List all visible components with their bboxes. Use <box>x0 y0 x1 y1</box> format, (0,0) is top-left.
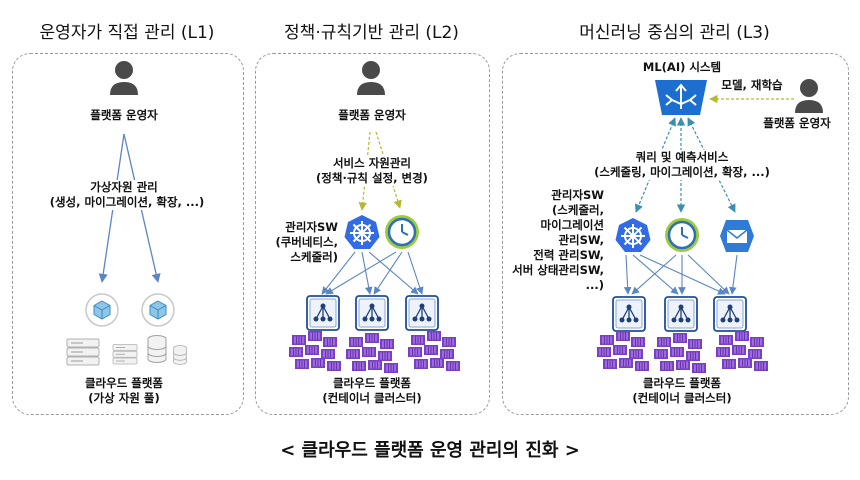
node-icon <box>405 295 439 331</box>
arrow-l2-kube <box>358 131 371 211</box>
kubernetes-icon <box>343 214 381 250</box>
side-label: 관리SW, <box>558 233 604 247</box>
side-label: 마이그레이션 <box>540 218 604 232</box>
model-retrain-label: 모델, 재학습 <box>721 78 783 92</box>
clock-icon <box>383 213 421 251</box>
mid-label: 가상자원 관리 <box>52 180 196 195</box>
database-icon <box>147 335 167 363</box>
person-icon <box>110 61 138 95</box>
panel-title-l1: 운영자가 직접 관리 (L1) <box>39 23 215 43</box>
operator-label: 플랫폼 운영자 <box>338 108 406 122</box>
side-label: 전력 관리SW, <box>533 248 604 262</box>
side-label: 스케줄러) <box>290 250 338 264</box>
clock-icon <box>663 216 701 254</box>
container-icon <box>408 331 460 371</box>
side-label: 서버 상태관리SW, <box>512 263 604 277</box>
side-label: 관리자SW <box>551 188 604 202</box>
node-icon <box>612 296 646 332</box>
ml-system-icon <box>655 80 707 115</box>
panel-title-l2: 정책·규칙기반 관리 (L2) <box>284 23 459 43</box>
server-icon <box>112 344 138 365</box>
bottom-sublabel: (컨테이너 클러스터) <box>632 391 732 405</box>
database-icon <box>173 345 187 365</box>
bottom-label: 클라우드 플랫폼 <box>332 376 412 390</box>
node-icon <box>355 295 389 331</box>
node-icon <box>306 295 340 331</box>
operator-label: 플랫폼 운영자 <box>763 116 831 130</box>
bottom-label: 클라우드 플랫폼 <box>84 376 164 390</box>
node-icon <box>713 296 747 332</box>
mid-sublabel: (스케줄링, 마이그레이션, 확장, ...) <box>582 165 782 180</box>
container-icon <box>346 333 398 373</box>
operator-label: 플랫폼 운영자 <box>90 108 158 122</box>
mid-label: 서비스 자원관리 <box>300 156 444 171</box>
container-icon <box>716 331 768 371</box>
arrow-l2-sched <box>375 131 402 209</box>
mail-icon <box>719 219 755 253</box>
side-label: ...) <box>585 278 604 292</box>
container-icon <box>289 331 341 371</box>
cube-icon <box>85 293 119 327</box>
bottom-label: 클라우드 플랫폼 <box>642 376 722 390</box>
figure-caption: < 클라우드 플랫폼 운영 관리의 진화 > <box>280 440 580 461</box>
mid-sublabel: (정책·규칙 설정, 변경) <box>290 171 454 186</box>
node-icon <box>664 296 698 332</box>
mid-sublabel: (생성, 마이그레이션, 확장, ...) <box>22 195 232 210</box>
side-label: (쿠버네티스, <box>275 235 338 249</box>
panel-title-l3: 머신러닝 중심의 관리 (L3) <box>579 23 770 43</box>
ml-system-label: ML(AI) 시스템 <box>642 60 722 74</box>
side-label: (스케줄러, <box>552 203 604 217</box>
person-icon <box>795 79 823 113</box>
container-icon <box>597 331 649 371</box>
bottom-sublabel: (컨테이너 클러스터) <box>322 391 422 405</box>
container-icon <box>654 333 706 373</box>
person-icon <box>357 61 385 95</box>
server-icon <box>66 338 100 366</box>
kubernetes-icon <box>614 217 652 253</box>
cube-icon <box>141 293 175 327</box>
bottom-sublabel: (가상 자원 풀) <box>88 391 160 405</box>
side-label: 관리자SW <box>285 220 338 234</box>
mid-label: 쿼리 및 예측서비스 <box>620 150 744 165</box>
